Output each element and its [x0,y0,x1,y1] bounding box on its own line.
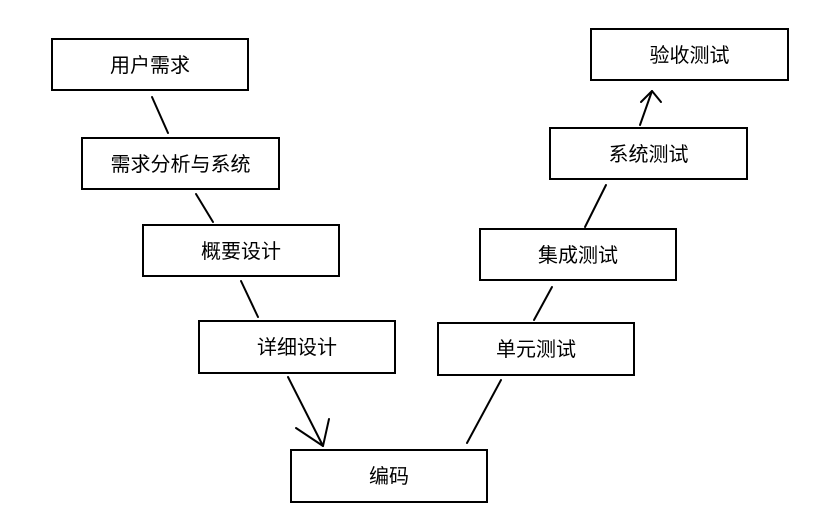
node-integration-testing: 集成测试 [479,228,677,281]
node-requirements-analysis: 需求分析与系统 [81,137,280,190]
node-user-requirements-label: 用户需求 [110,52,190,77]
edge-user-requirements-to-requirements-analysis [151,96,169,134]
node-unit-testing: 单元测试 [437,322,635,376]
edge-detailed-design-to-coding [287,376,324,447]
node-acceptance-testing: 验收测试 [590,28,789,81]
edge-unit-testing-to-integration-testing [533,286,553,321]
node-requirements-analysis-label: 需求分析与系统 [110,151,251,176]
node-integration-testing-label: 集成测试 [538,242,618,267]
node-system-testing-label: 系统测试 [608,141,689,166]
node-acceptance-testing-label: 验收测试 [649,42,730,67]
arrowhead-into-coding [295,418,330,447]
edge-requirements-analysis-to-high-level-design [195,193,214,223]
node-coding-label: 编码 [369,464,409,488]
node-high-level-design: 概要设计 [142,224,340,277]
edge-high-level-design-to-detailed-design [240,280,259,318]
arrowhead-into-acceptance-testing [640,90,662,103]
node-coding: 编码 [290,449,488,503]
edge-coding-to-unit-testing [466,379,502,444]
node-system-testing: 系统测试 [549,127,748,180]
node-detailed-design-label: 详细设计 [257,335,337,359]
node-unit-testing-label: 单元测试 [496,337,576,361]
node-user-requirements: 用户需求 [51,38,249,91]
node-detailed-design: 详细设计 [198,320,396,374]
edge-integration-testing-to-system-testing [584,184,607,228]
node-high-level-design-label: 概要设计 [201,238,281,263]
edge-system-testing-to-acceptance-testing [639,90,653,126]
